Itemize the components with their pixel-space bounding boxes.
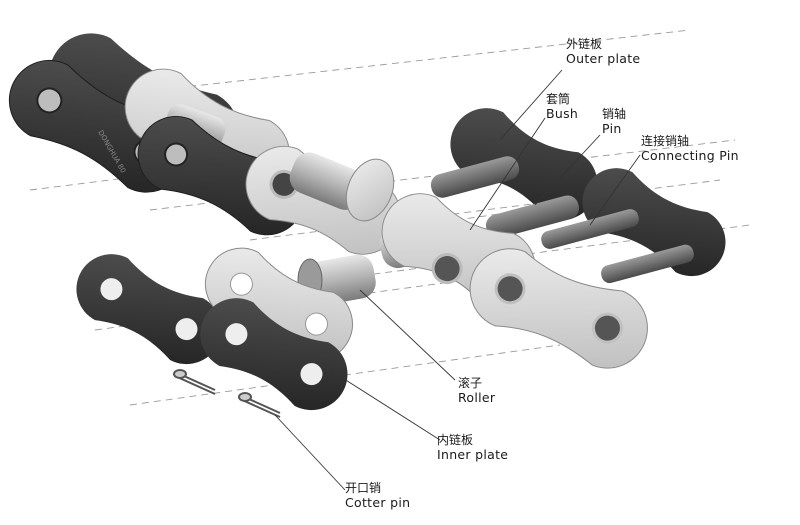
callout-roller: 滚子 Roller [458, 376, 496, 405]
inner-plate-dark-loose [76, 254, 222, 365]
pin-upper [430, 156, 520, 198]
outer-plate-front-exploded [469, 248, 648, 369]
pin-lower [485, 195, 579, 239]
callout-bush: 套筒 Bush [546, 92, 579, 121]
connecting-pin-en: Connecting Pin [641, 147, 739, 163]
roller-zh: 滚子 [458, 376, 483, 390]
pin-en: Pin [602, 120, 622, 136]
callout-connecting-pin: 连接销轴 Connecting Pin [641, 134, 739, 163]
leader-lines [274, 69, 641, 491]
inner-plate-dark-front-loose [200, 298, 348, 411]
roller-en: Roller [458, 389, 496, 405]
cotter-pin-en: Cotter pin [345, 494, 411, 510]
callout-outer-plate: 外链板 Outer plate [566, 37, 641, 66]
cotter-pin-zh: 开口销 [345, 481, 382, 495]
cotter-pin-1 [173, 369, 216, 395]
connecting-pin-upper [541, 209, 639, 249]
connecting-pin-zh: 连接销轴 [641, 134, 690, 148]
inner-plate-zh: 内链板 [437, 433, 474, 447]
outer-plate-en: Outer plate [566, 50, 641, 66]
inner-plate-light-loose [204, 247, 353, 361]
loose-parts [76, 247, 353, 418]
callout-pin: 销轴 Pin [602, 107, 627, 136]
outer-plate-zh: 外链板 [566, 37, 603, 51]
bush-en: Bush [546, 105, 579, 121]
callout-inner-plate: 内链板 Inner plate [437, 433, 509, 462]
connecting-pin-lower [601, 244, 694, 284]
inner-plate-en: Inner plate [437, 446, 509, 462]
exploded-connecting-link [297, 108, 726, 369]
assembled-chain: DONGHUA 80 [8, 33, 402, 255]
bush-zh: 套筒 [546, 92, 571, 106]
outer-plate-exploded [450, 108, 598, 221]
cotter-pin-2 [238, 392, 281, 418]
pin-zh: 销轴 [602, 107, 627, 121]
callout-cotter-pin: 开口销 Cotter pin [345, 481, 411, 510]
